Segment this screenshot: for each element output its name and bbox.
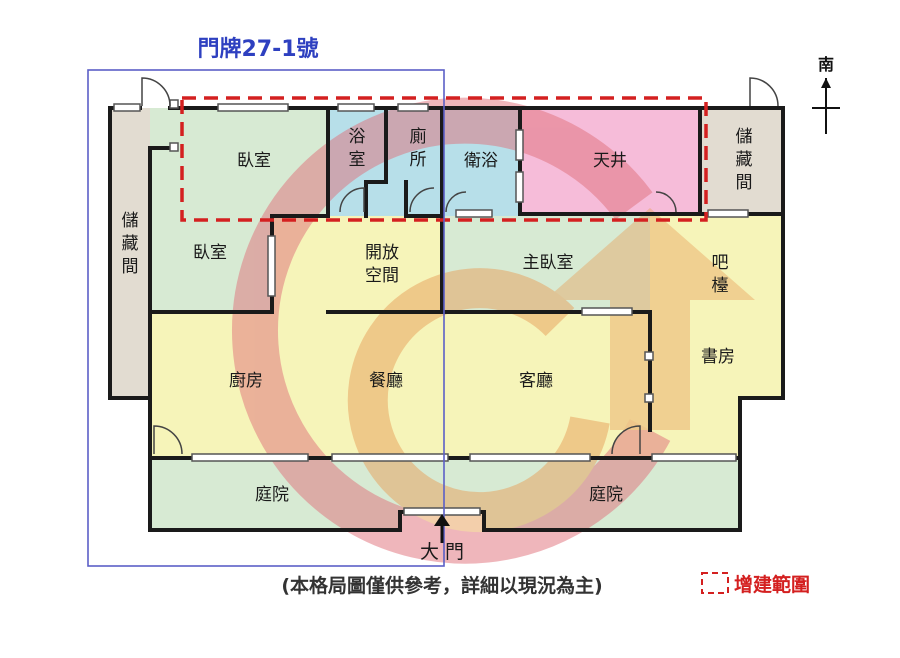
unit-outline [87,69,445,567]
room-label-bathroom: 衛浴 [464,151,498,171]
window [267,235,276,297]
compass: 南 [812,55,840,134]
disclaimer-note: (本格局圖僅供參考，詳細以現況為主) [281,574,602,597]
window [169,99,179,109]
legend-swatch [701,572,729,594]
window [515,129,524,161]
room-label-garden-left: 庭院 [255,485,289,505]
room-label-kitchen: 廚房 [229,370,263,391]
extension-boundary [180,96,708,222]
window [113,103,141,112]
room-label-main-door: 大 門 [420,541,464,563]
window [469,453,591,462]
room-label-study: 書房 [701,347,735,367]
storage-right-fill [700,108,783,214]
window [191,453,309,462]
room-label-master-bedroom: 主臥室 [523,253,574,273]
house-number-label: 門牌27-1號 [197,36,318,62]
room-label-garden-right: 庭院 [589,485,623,505]
window [515,171,524,203]
vertical-labels: 浴室 廁所 儲藏間 儲藏間 開放空間 吧檯 [122,126,753,296]
room-label-bedroom-left: 臥室 [193,243,227,263]
windows [113,99,749,516]
main-door-arrow [434,514,450,543]
legend: 增建範圍 [701,572,810,596]
window [217,103,289,112]
room-label-bar: 吧檯 [712,253,729,296]
room-label-storage-right: 儲藏間 [736,127,753,193]
room-labels: 臥室 天井 衛浴 臥室 主臥室 書房 廚房 餐廳 客廳 庭院 庭院 大 門 [193,151,735,563]
room-label-bath-small: 浴室 [349,127,366,170]
room-label-patio: 天井 [593,151,627,171]
compass-label: 南 [818,55,834,74]
window [581,307,633,316]
window [644,351,654,361]
window [707,209,749,218]
room-label-living: 客廳 [519,371,553,391]
window [455,209,493,218]
room-label-bedroom-top: 臥室 [237,151,271,171]
door-swings [141,77,779,455]
window [331,453,449,462]
room-label-storage-left: 儲藏間 [122,211,139,277]
room-label-dining: 餐廳 [369,371,403,391]
window [644,393,654,403]
window [337,103,375,112]
window [169,142,179,152]
room-label-open-space: 開放空間 [365,243,399,286]
window [403,507,481,516]
room-label-toilet: 廁所 [410,126,427,170]
storage-left-fill [110,108,150,398]
legend-label: 增建範圍 [734,573,810,596]
window [397,103,429,112]
window [651,453,737,462]
